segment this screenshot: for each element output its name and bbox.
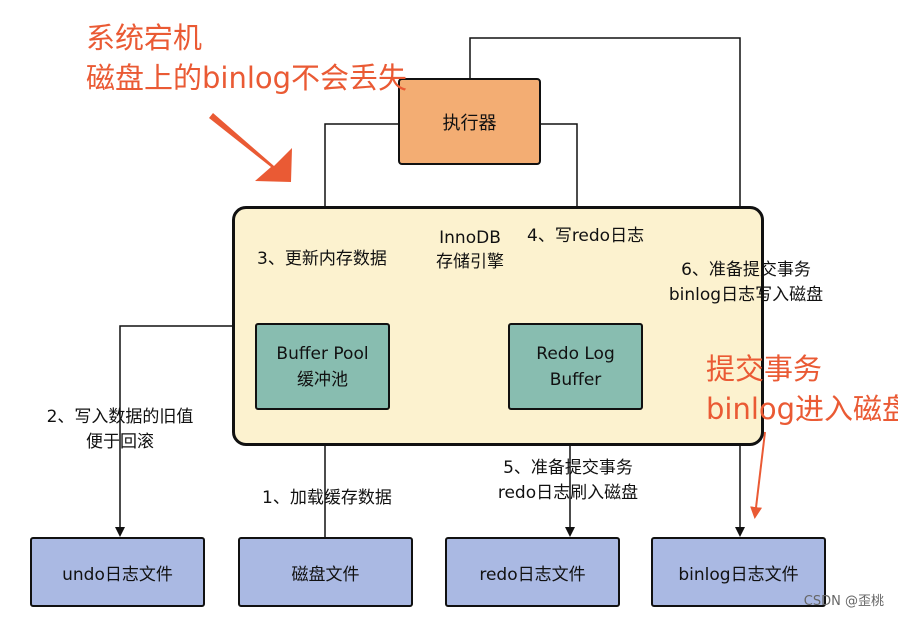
step6-line2: binlog日志写入磁盘: [668, 285, 824, 305]
commit-callout-line1: 提交事务: [706, 352, 823, 386]
crash-callout-line1: 系统宕机: [86, 21, 203, 55]
buffer-pool-box: Buffer Pool 缓冲池: [255, 323, 390, 410]
step5-label: 5、准备提交事务 redo日志刷入磁盘: [493, 456, 643, 506]
binlog-file-box: binlog日志文件: [651, 537, 826, 607]
redo-file-label: redo日志文件: [479, 564, 586, 585]
disk-file-box: 磁盘文件: [238, 537, 413, 607]
commit-callout: 提交事务 binlog进入磁盘: [706, 349, 898, 429]
undo-file-label: undo日志文件: [62, 564, 173, 585]
callout-arrow-commit: [750, 431, 766, 519]
binlog-file-label: binlog日志文件: [678, 564, 799, 585]
step5-line2: redo日志刷入磁盘: [497, 483, 639, 503]
crash-callout: 系统宕机 磁盘上的binlog不会丢失: [86, 18, 407, 98]
buffer-pool-line1: Buffer Pool: [276, 343, 369, 364]
step5-line1: 5、准备提交事务: [503, 458, 633, 478]
executor-label: 执行器: [442, 112, 497, 134]
step6-line1: 6、准备提交事务: [681, 260, 811, 280]
disk-file-label: 磁盘文件: [291, 564, 360, 585]
redo-log-buffer-box: Redo Log Buffer: [508, 323, 643, 410]
step3-label: 3、更新内存数据: [257, 249, 387, 269]
step2-line1: 2、写入数据的旧值: [46, 407, 194, 427]
callout-arrow-crash: [209, 113, 292, 182]
watermark: CSDN @歪桃: [803, 594, 884, 609]
commit-callout-line2: binlog进入磁盘: [706, 392, 898, 426]
buffer-pool-line2: 缓冲池: [296, 369, 348, 390]
step1-label: 1、加载缓存数据: [262, 488, 392, 508]
arrow-step2: [115, 325, 232, 537]
engine-title: InnoDB 存储引擎: [425, 226, 515, 274]
redo-buffer-line1: Redo Log: [536, 343, 615, 364]
redo-file-box: redo日志文件: [445, 537, 620, 607]
undo-file-box: undo日志文件: [30, 537, 205, 607]
step2-line2: 便于回滚: [86, 432, 154, 452]
step6-label: 6、准备提交事务 binlog日志写入磁盘: [666, 258, 826, 308]
engine-title-line2: 存储引擎: [436, 252, 504, 272]
executor-box: 执行器: [398, 78, 541, 165]
redo-buffer-line2: Buffer: [549, 369, 602, 390]
step4-label: 4、写redo日志: [527, 226, 645, 246]
crash-callout-line2: 磁盘上的binlog不会丢失: [86, 61, 408, 95]
engine-title-line1: InnoDB: [439, 228, 501, 248]
step2-label: 2、写入数据的旧值 便于回滚: [45, 405, 195, 455]
